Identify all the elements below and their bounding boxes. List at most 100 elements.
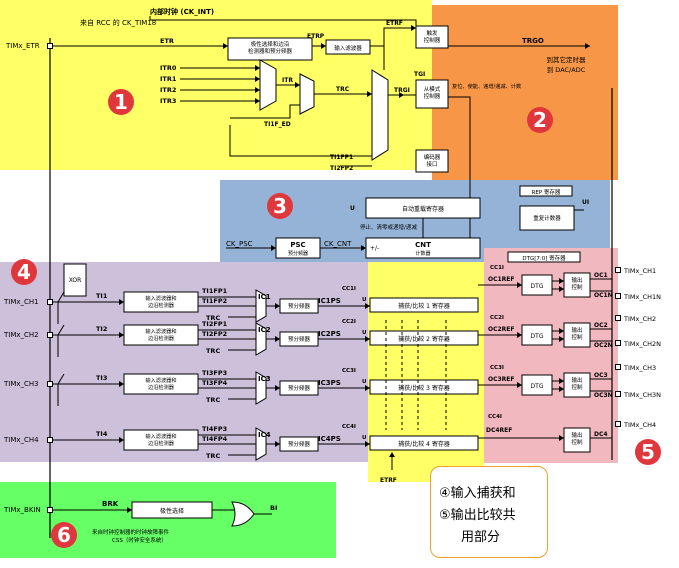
arrowhead: [559, 328, 564, 334]
region-3-badge-number: 3: [273, 194, 287, 218]
arrowhead: [365, 385, 370, 391]
css-line-2: CSS（时钟安全系统）: [112, 536, 167, 544]
brk-label: BRK: [102, 500, 119, 508]
input-filter-box: [325, 39, 371, 55]
arrowhead: [255, 87, 260, 93]
input-filter-edge-detector-ch1: [123, 291, 199, 313]
output-control-box-3: [563, 372, 591, 398]
slave-mode-controller-text: 从模式控制器: [424, 85, 441, 100]
slave-mode-controller-box: [415, 79, 449, 109]
prescaler-text-ch2: 预分频器: [288, 335, 311, 343]
dtg-box-1: [521, 274, 553, 296]
ic2-mux: [255, 322, 267, 356]
arrowhead: [271, 245, 276, 251]
ic4-label: IC4: [258, 431, 271, 439]
pin-timx-bkin-label: TIMx_BKIN: [3, 506, 41, 514]
pin-out-ch3: [615, 364, 621, 370]
css-line-1: 来自时钟控制器的时钟故障事件: [92, 528, 170, 536]
input-filter-edge-detector-ch2: [123, 324, 199, 346]
region-2-badge-number: 2: [533, 108, 547, 132]
pin-timx-etr: [47, 43, 53, 49]
pin-out-ch3n: [615, 391, 621, 397]
region-1-badge-number: 1: [114, 90, 128, 114]
ti3fp4-label: TI3FP4: [202, 379, 228, 387]
ic3-mux: [255, 371, 267, 405]
trc-label-ch3: TRC: [206, 396, 220, 404]
trgi-mux: [299, 73, 315, 115]
etrf-label-top: ETRF: [386, 20, 403, 27]
xor-link-1: [57, 291, 65, 303]
oc3ref-label: OC3REF: [488, 376, 515, 383]
capture-compare-register-2: [369, 330, 479, 346]
etr-label: ETR: [160, 37, 174, 45]
ti2fp2-label: TI2FP2: [330, 165, 353, 172]
ck-psc-label: CK_PSC: [226, 240, 253, 248]
psc-text: PSC: [290, 241, 305, 249]
arrowhead: [255, 76, 260, 82]
internal-clock-label: 内部时钟 (CK_INT): [150, 7, 214, 16]
itr3-label: ITR3: [160, 97, 176, 105]
oc4ref-label: DC4REF: [486, 427, 512, 434]
pin-out_ch2n-label: TIMx_CH2N: [623, 340, 661, 348]
callout-line-1: ④输入捕获和: [439, 486, 516, 501]
capture-compare-register-1: [369, 297, 479, 313]
arrowhead: [275, 385, 280, 391]
output-control-box-2: [563, 322, 591, 348]
arrowhead: [585, 43, 590, 49]
cnt-plusminus: +/-: [370, 245, 379, 252]
cc1i-label-left: CC1I: [342, 286, 356, 292]
u-label-ch1: U: [362, 297, 366, 303]
region-1-background: [0, 0, 432, 170]
ui-label: UI: [582, 199, 589, 206]
ti2fp2-label: TI2FP2: [202, 330, 227, 338]
arrowhead: [275, 441, 280, 447]
arrowhead: [517, 282, 522, 288]
oc4-label: DC4: [594, 431, 608, 438]
arrowhead: [119, 332, 124, 338]
arrowhead: [559, 386, 564, 392]
u-label-ch4: U: [362, 435, 366, 441]
cnt-text: CNT: [415, 241, 431, 249]
auto-reload-register-text: 自动重载寄存器: [402, 205, 444, 213]
ti1f-ed-wire: [230, 104, 300, 119]
psc-prescaler-text: 预分频器: [288, 250, 308, 257]
oc2-label: OC2: [594, 322, 608, 329]
dtg-box-3: [521, 374, 553, 396]
arrowhead: [119, 437, 124, 443]
arrowhead: [559, 278, 564, 284]
pin-out-ch4-label: TIMx_CH4: [623, 421, 656, 429]
output-control-text-4: 输出控制: [571, 431, 583, 446]
capture-compare-register-2-text: 捕获/比较 2 寄存器: [398, 335, 450, 343]
region-6-background: [0, 482, 336, 558]
output-control-text-1: 输出控制: [571, 276, 583, 291]
break-or-gate: [231, 501, 255, 527]
trgi-label: TRGI: [394, 87, 410, 94]
input-filter-edge-text-ch1: 输入滤波器和边沿检测器: [145, 294, 176, 309]
ic4ps-label: IC4PS: [318, 435, 341, 443]
oc1-label: OC1: [594, 272, 608, 279]
xor-link-2: [57, 324, 65, 336]
u-label-ch2: U: [362, 330, 366, 336]
arrowhead: [223, 43, 228, 49]
input-filter-edge-text-ch4: 输入滤波器和边沿检测器: [145, 432, 176, 447]
output-control-box-1: [563, 272, 591, 298]
pin-timx-ch2-label: TIMx_CH2: [3, 331, 39, 339]
prescaler-text-ch4: 预分频器: [288, 440, 311, 448]
pin-out_ch1-label: TIMx_CH1: [623, 267, 656, 275]
trigger-controller-box: [415, 25, 449, 49]
pin-timx-ch1: [47, 299, 53, 305]
region-6-badge-number: 6: [57, 523, 71, 547]
arrowhead: [295, 82, 300, 88]
trc-label-ch1: TRC: [206, 314, 220, 322]
etrp-label: ETRP: [307, 33, 325, 40]
dtg-box-2: [521, 324, 553, 346]
ti1fp1-label: TI1FP1: [202, 287, 228, 295]
ti1fp1-label: TI1FP1: [330, 154, 353, 161]
cc3i-label-right: CC3I: [490, 365, 504, 371]
input-filter-text: 输入滤波器: [334, 44, 362, 52]
trc-label-ch2: TRC: [206, 347, 220, 355]
cc2i-label-right: CC2I: [490, 315, 504, 321]
pin-out_ch3-label: TIMx_CH3: [623, 364, 656, 372]
